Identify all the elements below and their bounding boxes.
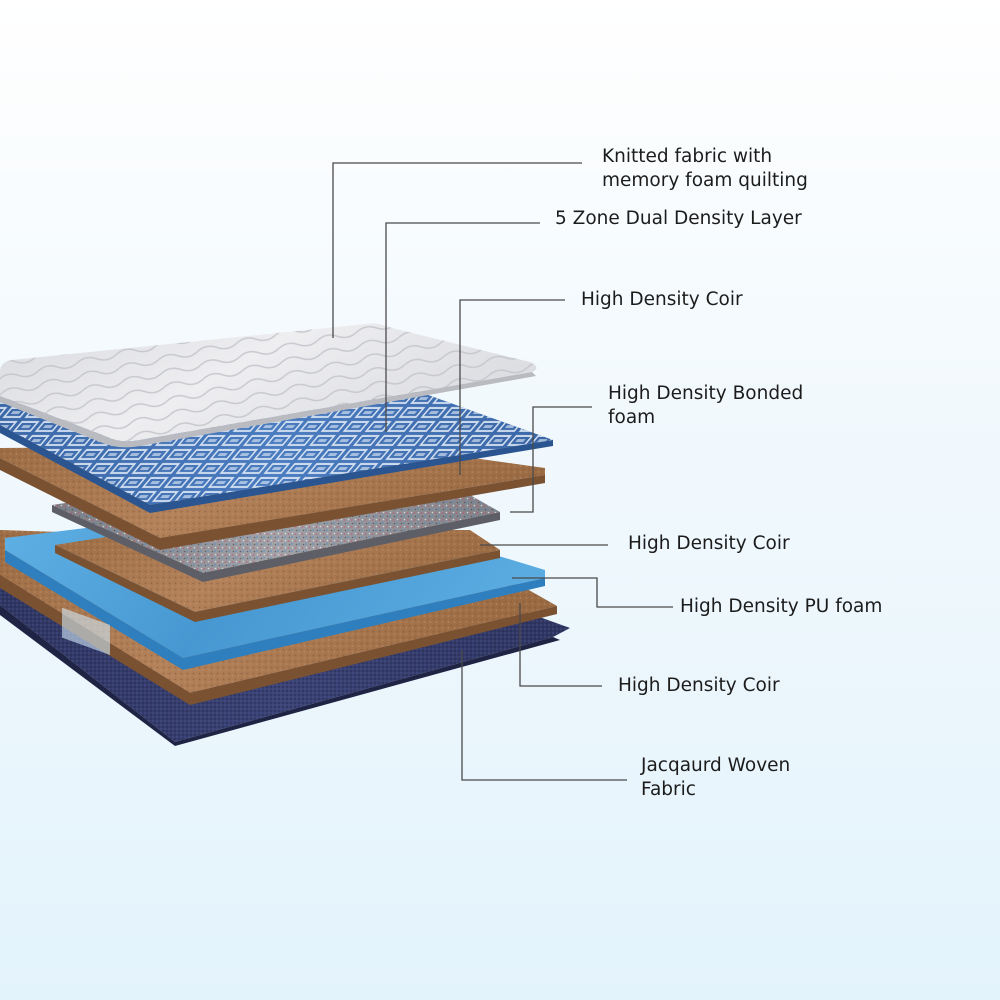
leader-line-coir-3 [519, 603, 602, 687]
label-pu-foam: High Density PU foam [680, 596, 883, 617]
leader-lines [332, 162, 673, 781]
label-coir-3: High Density Coir [618, 675, 780, 696]
label-coir-2: High Density Coir [628, 533, 790, 554]
leader-line-zone-layer [385, 222, 540, 432]
pu-foam-insert-left [62, 607, 110, 656]
leader-line-coir-1 [459, 299, 565, 475]
layer-knitted-fabric-memory-foam [0, 323, 537, 448]
leader-line-bonded-foam [510, 406, 592, 513]
leader-line-knitted-fabric [332, 162, 582, 338]
label-zone-layer: 5 Zone Dual Density Layer [555, 208, 802, 229]
leader-line-jacquard-fabric [461, 650, 627, 781]
leader-line-pu-foam [512, 577, 673, 608]
label-coir-1: High Density Coir [581, 289, 743, 310]
